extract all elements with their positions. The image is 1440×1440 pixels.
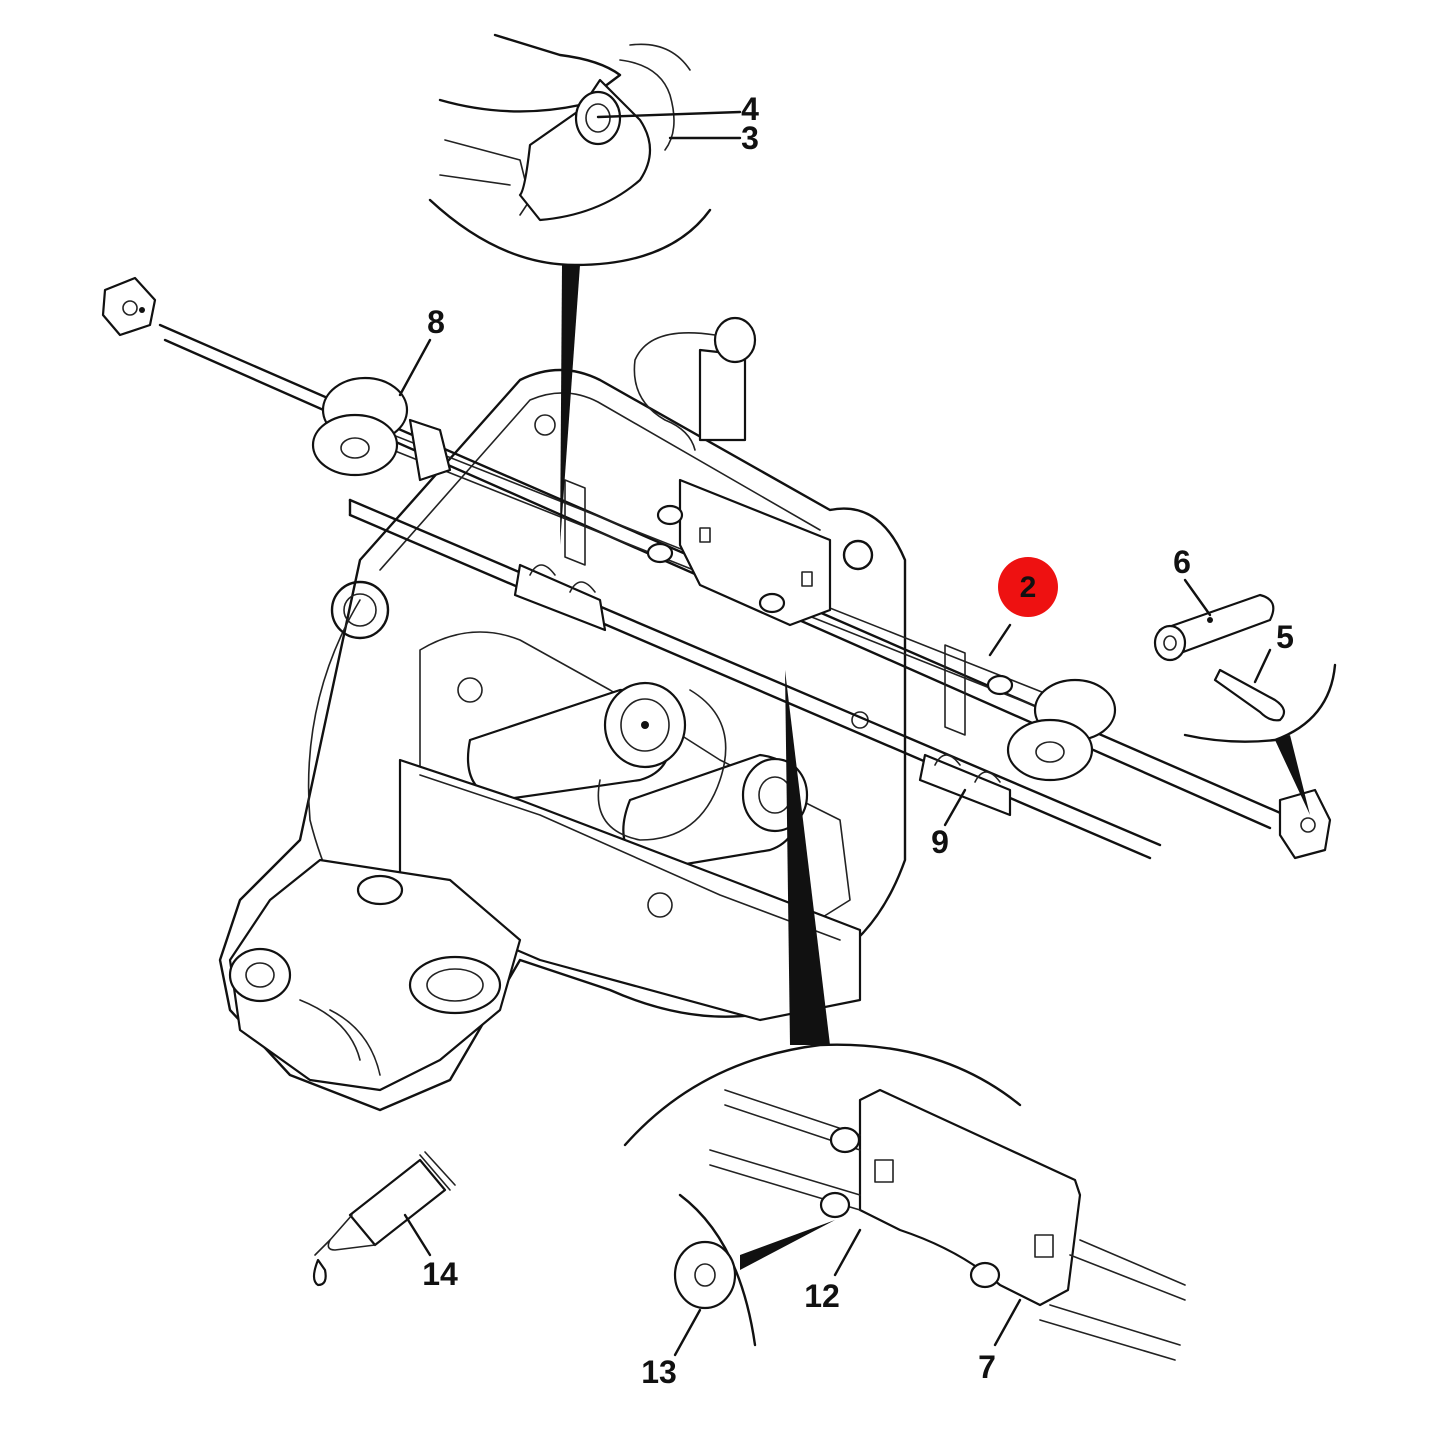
detail-view-right: [1153, 593, 1337, 815]
callouts: 2 3 4 5 6 7 8 9 12 13 14: [422, 91, 1294, 1390]
callout-4: 4: [741, 91, 759, 127]
callout-5: 5: [1276, 619, 1294, 655]
linkage-rod-assembly: [101, 276, 1332, 860]
adhesive-tube: [312, 1151, 456, 1287]
callout-9: 9: [931, 824, 949, 860]
callout-6: 6: [1173, 544, 1191, 580]
detail-view-bottom: [623, 670, 1186, 1361]
highlight-marker: [998, 557, 1058, 617]
callout-2: 2: [1020, 571, 1037, 604]
callout-8: 8: [427, 304, 445, 340]
callout-12: 12: [804, 1278, 840, 1314]
leader-lines: [398, 110, 1272, 1357]
callout-7: 7: [978, 1349, 996, 1385]
detail-view-top: [428, 33, 712, 545]
callout-14: 14: [422, 1256, 458, 1292]
callout-13: 13: [641, 1354, 677, 1390]
callout-3: 3: [741, 120, 759, 156]
main-housing: [218, 316, 907, 1112]
